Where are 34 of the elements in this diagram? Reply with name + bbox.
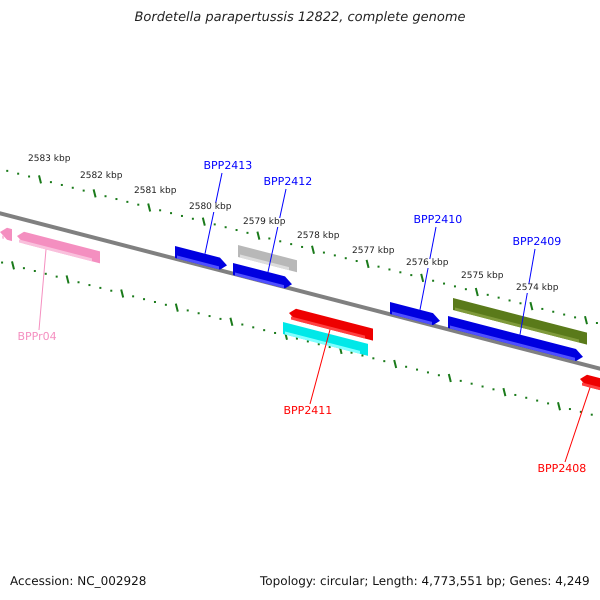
scale-label: 2577 kbp: [352, 247, 394, 256]
gene-label: BPPr04: [18, 331, 57, 342]
gene-block: [453, 298, 587, 345]
gene-label: BPP2408: [538, 463, 586, 474]
scale-label: 2579 kbp: [243, 218, 286, 227]
genome-info: Topology: circular; Length: 4,773,551 bp; Genes: 4,249: [260, 575, 590, 587]
leader-line: [520, 248, 536, 336]
leader-line: [564, 387, 590, 462]
leader-line: [204, 172, 222, 254]
leader-line: [310, 329, 330, 404]
gene-block: [0, 228, 12, 242]
gene-block: [233, 263, 292, 288]
gene-label: BPP2410: [414, 214, 462, 225]
scale-label: 2574 kbp: [516, 284, 558, 293]
scale-label: 2583 kbp: [28, 155, 70, 164]
gene-block: [17, 232, 100, 264]
gene-label: BPP2412: [264, 176, 312, 187]
gene-label: BPP2409: [512, 236, 562, 247]
scale-label: 2578 kbp: [297, 232, 340, 241]
scale-label: 2575 kbp: [461, 272, 504, 281]
scale-label: 2582 kbp: [80, 172, 122, 181]
accession-label: Accession: NC_002928: [10, 575, 146, 587]
diagram-title: Bordetella parapertussis 12822, complete genome: [134, 11, 466, 24]
gene-block: [390, 302, 440, 326]
gene-label: BPP2411: [284, 405, 332, 416]
leader-line: [38, 248, 46, 330]
gene-block: [289, 308, 373, 341]
gene-label: BPP2413: [204, 160, 252, 171]
leader-line: [268, 188, 286, 273]
scale-label: 2581 kbp: [134, 187, 176, 196]
scale-label: 2580 kbp: [189, 203, 232, 212]
leader-line: [420, 226, 436, 310]
gene-block: [175, 246, 227, 270]
scale-label: 2576 kbp: [406, 259, 448, 268]
